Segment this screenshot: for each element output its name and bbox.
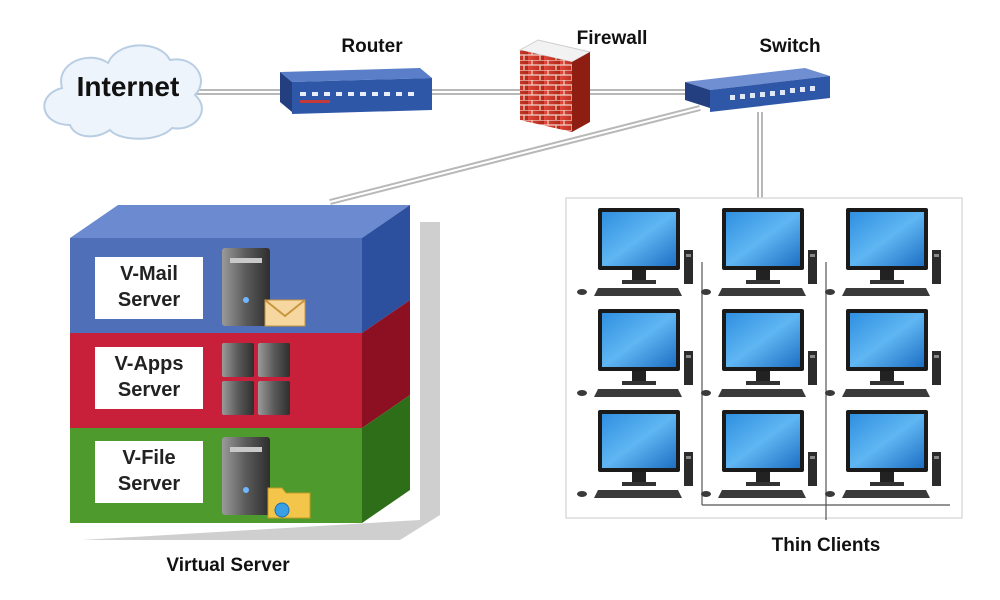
thin-client-workstation: [825, 208, 941, 296]
router-label: Router: [341, 36, 403, 57]
monitor-icon: [722, 208, 804, 284]
monitor-icon: [598, 309, 680, 385]
thin-clients-label: Thin Clients: [772, 535, 881, 556]
mouse-icon: [701, 491, 711, 497]
file-server-label-line2: Server: [118, 473, 180, 495]
mouse-icon: [577, 491, 587, 497]
virtual-server-label: Virtual Server: [166, 555, 290, 576]
thin-client-box-icon: [684, 250, 693, 284]
mouse-icon: [701, 390, 711, 396]
thin-client-workstation: [577, 309, 693, 397]
envelope-icon: [264, 299, 306, 327]
thin-client-box-icon: [808, 351, 817, 385]
monitor-icon: [846, 410, 928, 486]
thin-client-box-icon: [932, 452, 941, 486]
apps-server-label-line2: Server: [118, 379, 180, 401]
monitor-icon: [846, 309, 928, 385]
apps-layer-side: [362, 300, 410, 428]
folder-icon: [267, 487, 311, 519]
monitor-icon: [598, 208, 680, 284]
keyboard-icon: [718, 389, 806, 397]
thin-client-workstation: [701, 410, 817, 498]
keyboard-icon: [842, 490, 930, 498]
file-server-label-line1: V-File: [122, 447, 175, 469]
virtual-server-stack: V-Mail Server V-Apps Server V-File Serve…: [70, 205, 440, 540]
keyboard-icon: [842, 288, 930, 296]
internet-cloud-icon: Internet: [43, 44, 203, 140]
keyboard-icon: [718, 288, 806, 296]
thin-client-workstation: [577, 208, 693, 296]
monitor-icon: [846, 208, 928, 284]
internet-label: Internet: [77, 71, 180, 102]
file-layer-side: [362, 395, 410, 523]
mouse-icon: [825, 289, 835, 295]
mail-server-label-box: [95, 257, 203, 319]
thin-client-workstation: [825, 309, 941, 397]
router-icon: [280, 68, 432, 114]
switch-icon: [685, 68, 830, 112]
mouse-icon: [825, 491, 835, 497]
mail-layer-side: [362, 205, 410, 333]
mail-server-label-line1: V-Mail: [120, 263, 178, 285]
mouse-icon: [701, 289, 711, 295]
firewall-icon: [518, 39, 592, 132]
client-wiring: [701, 262, 950, 520]
thin-client-box-icon: [684, 351, 693, 385]
thin-client-box-icon: [808, 250, 817, 284]
thin-client-workstation: [577, 410, 693, 498]
apps-server-label-box: [95, 347, 203, 409]
thin-client-box-icon: [932, 250, 941, 284]
mouse-icon: [825, 390, 835, 396]
keyboard-icon: [842, 389, 930, 397]
thin-client-workstation: [701, 309, 817, 397]
mail-server-icon: [222, 248, 306, 327]
file-server-icon: [222, 437, 311, 519]
app-server-rack-icon: [222, 343, 290, 415]
thin-client-workstation: [825, 410, 941, 498]
mouse-icon: [577, 390, 587, 396]
file-server-label-box: [95, 441, 203, 503]
thin-client-box-icon: [808, 452, 817, 486]
monitor-icon: [598, 410, 680, 486]
keyboard-icon: [718, 490, 806, 498]
monitor-icon: [722, 309, 804, 385]
mail-server-label-line2: Server: [118, 289, 180, 311]
monitor-icon: [722, 410, 804, 486]
thin-client-box-icon: [684, 452, 693, 486]
thin-client-box-icon: [932, 351, 941, 385]
thin-client-workstation: [701, 208, 817, 296]
switch-label: Switch: [759, 36, 820, 57]
keyboard-icon: [594, 288, 682, 296]
keyboard-icon: [594, 490, 682, 498]
connections: [195, 89, 763, 205]
apps-server-label-line1: V-Apps: [115, 353, 184, 375]
thin-clients-panel: [565, 197, 963, 520]
mouse-icon: [577, 289, 587, 295]
firewall-label: Firewall: [577, 28, 648, 49]
keyboard-icon: [594, 389, 682, 397]
